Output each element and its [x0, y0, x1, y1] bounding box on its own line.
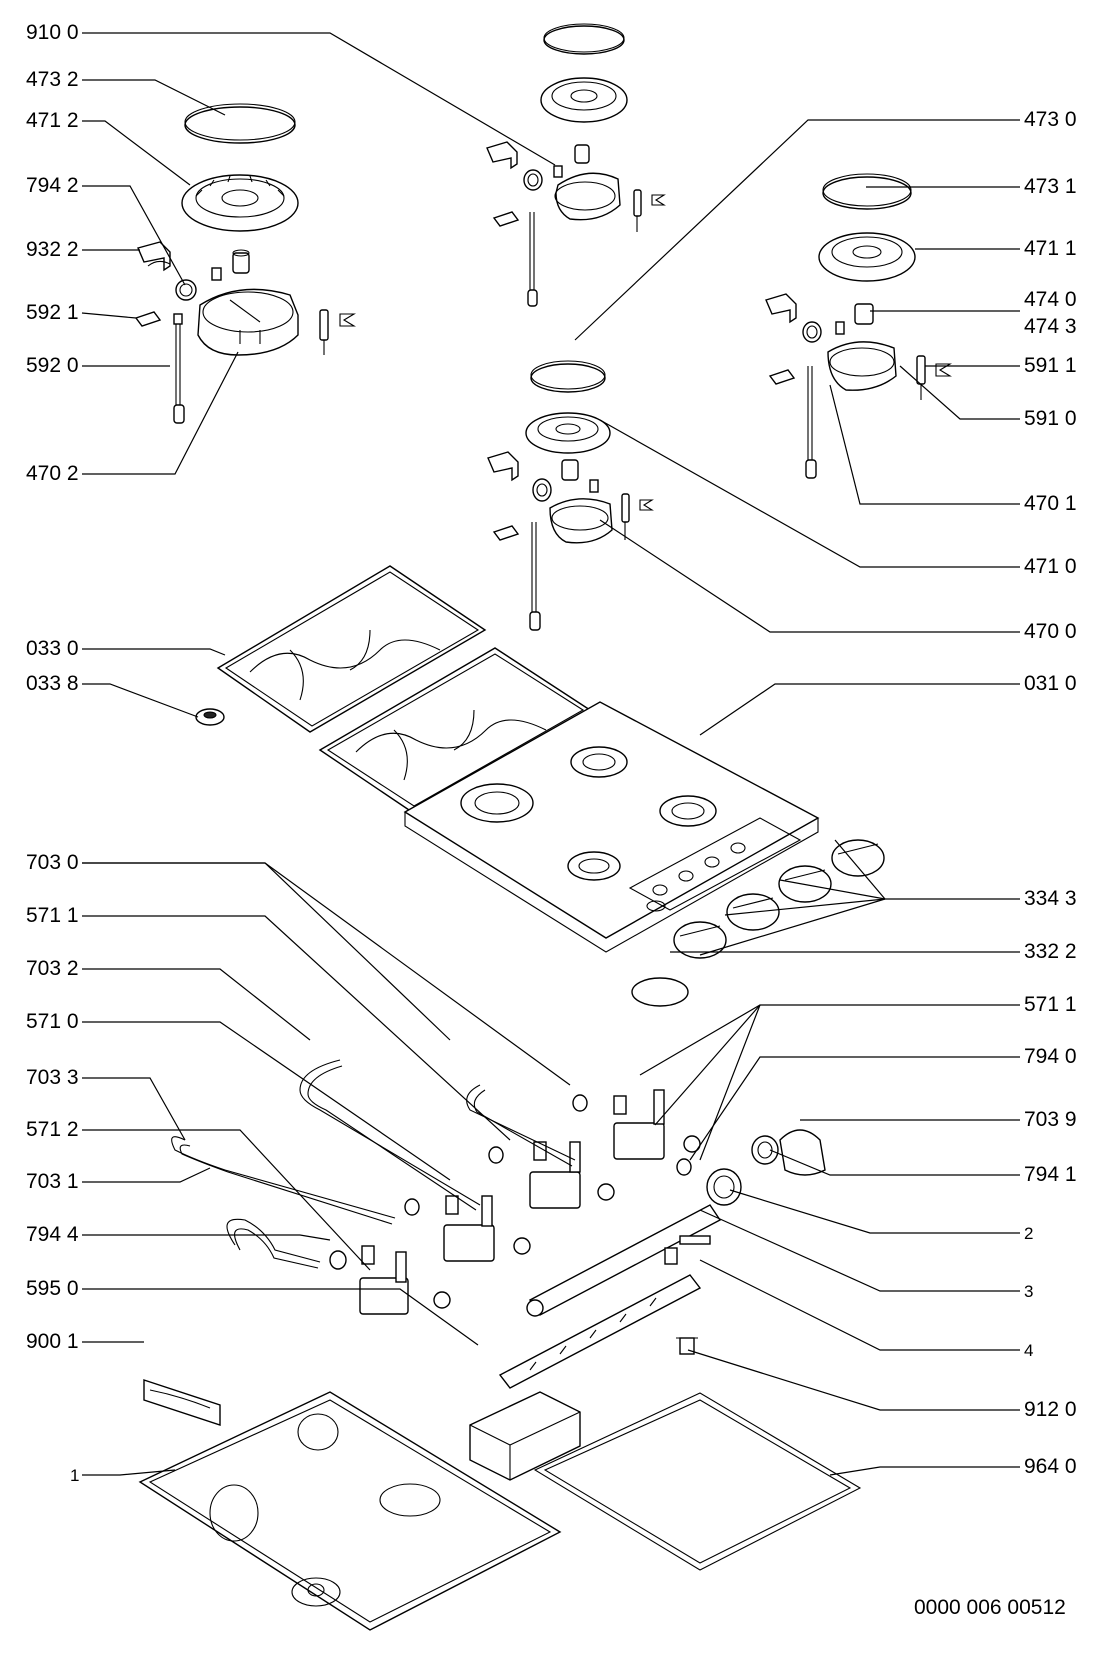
label-703-9: 703 9: [1024, 1108, 1077, 1131]
label-910-0: 910 0: [26, 21, 79, 44]
label-471-2: 471 2: [26, 109, 79, 132]
label-470-2: 470 2: [26, 462, 79, 485]
gas-pipes: [171, 1059, 826, 1317]
label-470-1: 470 1: [1024, 492, 1077, 515]
label-571-1-right: 571 1: [1024, 993, 1077, 1016]
label-595-0: 595 0: [26, 1277, 79, 1300]
label-591-1: 591 1: [1024, 354, 1077, 377]
base-tray: [138, 1391, 562, 1631]
label-794-0: 794 0: [1024, 1045, 1077, 1068]
pan-supports: [195, 565, 592, 813]
label-592-1: 592 1: [26, 301, 79, 324]
label-794-2: 794 2: [26, 174, 79, 197]
label-1: 1: [70, 1466, 80, 1485]
label-703-0: 703 0: [26, 851, 79, 874]
burner-assembly-left: [134, 103, 356, 424]
label-3: 3: [1024, 1282, 1034, 1301]
label-964-0: 964 0: [1024, 1455, 1077, 1478]
label-473-1: 473 1: [1024, 175, 1077, 198]
label-2: 2: [1024, 1224, 1034, 1243]
label-4: 4: [1024, 1341, 1034, 1360]
label-591-0: 591 0: [1024, 407, 1077, 430]
label-592-0: 592 0: [26, 354, 79, 377]
label-470-0: 470 0: [1024, 620, 1077, 643]
label-474-0: 474 0: [1024, 288, 1077, 311]
label-332-2: 332 2: [1024, 940, 1077, 963]
drawing-number: 0000 006 00512: [914, 1596, 1066, 1619]
label-031-0: 031 0: [1024, 672, 1077, 695]
label-571-2: 571 2: [26, 1118, 79, 1141]
label-932-2: 932 2: [26, 238, 79, 261]
label-473-2: 473 2: [26, 68, 79, 91]
burner-assembly-right: [765, 173, 952, 479]
hob-top-plate: [403, 701, 820, 953]
label-473-0: 473 0: [1024, 108, 1077, 131]
ignition-parts: [143, 1235, 862, 1571]
label-703-3: 703 3: [26, 1066, 79, 1089]
burner-assembly-center-top: [486, 23, 666, 307]
leader-lines: [81, 32, 1020, 1476]
label-912-0: 912 0: [1024, 1398, 1077, 1421]
label-471-1: 471 1: [1024, 237, 1077, 260]
label-571-1-left: 571 1: [26, 904, 79, 927]
label-033-0: 033 0: [26, 637, 79, 660]
label-703-2: 703 2: [26, 957, 79, 980]
label-474-3: 474 3: [1024, 315, 1077, 338]
label-794-4: 794 4: [26, 1223, 79, 1246]
label-703-1: 703 1: [26, 1170, 79, 1193]
label-471-0: 471 0: [1024, 555, 1077, 578]
label-033-8: 033 8: [26, 672, 79, 695]
label-794-1: 794 1: [1024, 1163, 1077, 1186]
burner-assembly-center: [487, 360, 654, 631]
label-900-1: 900 1: [26, 1330, 79, 1353]
label-334-3: 334 3: [1024, 887, 1077, 910]
label-571-0: 571 0: [26, 1010, 79, 1033]
gas-taps: [329, 1089, 701, 1315]
